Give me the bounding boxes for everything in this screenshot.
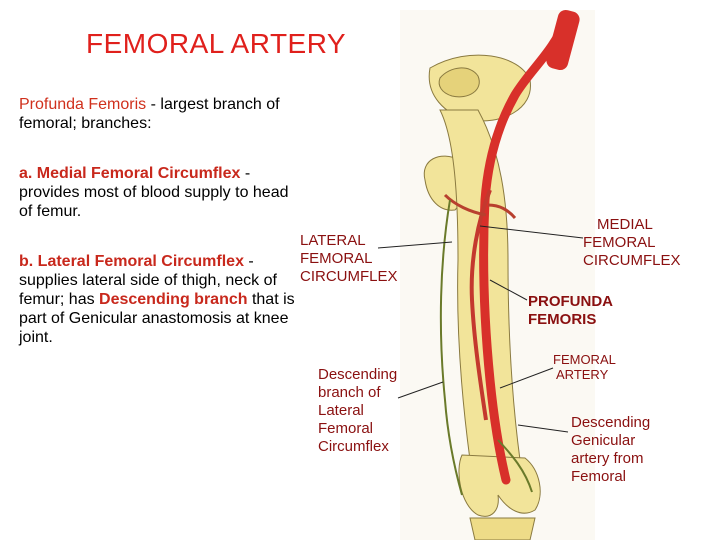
pointer-profunda	[489, 279, 528, 301]
lateral-circumflex-artery	[443, 193, 487, 217]
lateral-paragraph: b. Lateral Femoral Circumflex - supplies…	[19, 252, 299, 347]
medial-prefix: a.	[19, 165, 37, 182]
label-lateral-femoral-circumflex: LATERAL FEMORAL CIRCUMFLEX	[300, 232, 398, 285]
profunda-desc: - largest branch of femoral; branches:	[19, 96, 280, 132]
external-iliac-artery	[546, 9, 580, 71]
label-femoral-artery: FEMORAL ARTERY	[553, 352, 616, 382]
label-descending-genicular: Descending Genicular artery from Femoral	[571, 414, 651, 485]
label-profunda-femoris: PROFUNDA FEMORIS	[528, 293, 613, 328]
pointer-medial-circumflex	[479, 225, 584, 239]
pointer-lateral-circumflex	[377, 241, 453, 249]
profunda-artery	[469, 189, 492, 421]
medial-desc: - provides most of blood supply to head …	[19, 165, 289, 220]
profunda-term: Profunda Femoris	[19, 96, 147, 113]
descending-branch-vessel	[439, 199, 463, 496]
label-descending-branch: Descending branch of Lateral Femoral Cir…	[318, 366, 398, 455]
medial-circumflex-artery	[487, 203, 517, 220]
lateral-term: Lateral Femoral Circumflex	[37, 253, 244, 270]
descending-genicular-vessel	[497, 439, 533, 493]
page-title: FEMORAL ARTERY	[86, 28, 347, 59]
knee-condyles	[458, 454, 541, 517]
medial-paragraph: a. Medial Femoral Circumflex - provides …	[19, 164, 299, 221]
femoral-head	[438, 67, 480, 98]
lateral-desc-1: - supplies lateral side of thigh, neck o…	[19, 253, 277, 308]
profunda-paragraph: Profunda Femoris - largest branch of fem…	[19, 95, 299, 133]
descending-branch-term: Descending branch	[99, 291, 248, 308]
pointer-descending-branch	[397, 381, 444, 399]
tibia-top	[469, 517, 536, 540]
label-medial-femoral-circumflex: MEDIAL FEMORAL CIRCUMFLEX	[583, 216, 681, 269]
lateral-prefix: b.	[19, 253, 38, 270]
lateral-desc-2: that is part of Genicular anastomosis at…	[19, 291, 295, 346]
pointer-femoral-artery	[499, 367, 554, 389]
femoral-artery	[479, 15, 570, 485]
medial-term: Medial Femoral Circumflex	[36, 165, 241, 182]
pointer-descending-genicular	[517, 424, 569, 433]
